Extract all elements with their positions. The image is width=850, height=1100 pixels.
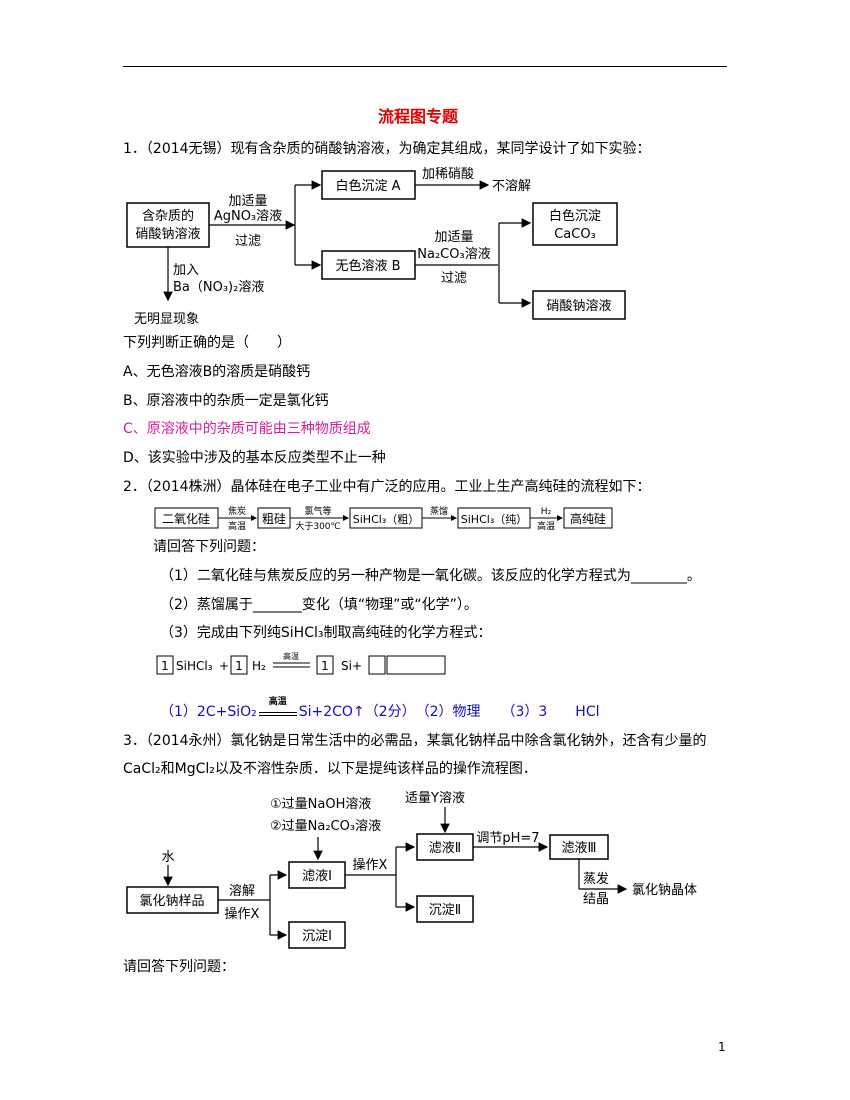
op2-label: 操作X [353, 857, 388, 873]
q2-sub1: （1）二氧化硅与焦炭反应的另一种产物是一氧化碳。该反应的化学方程式为______… [160, 568, 701, 584]
filtrate2-box [416, 833, 474, 861]
coef-box-4 [368, 655, 386, 675]
q2-equation: 1 SiHCl₃ + 1 H₂ 高温 1 Si+ [156, 651, 446, 675]
filtrate3-label: 滤液Ⅲ [562, 841, 597, 856]
caco3-label-1: 白色沉淀 [549, 208, 601, 224]
result-a-label: 不溶解 [492, 179, 531, 194]
op1-top-label: 溶解 [229, 884, 255, 899]
reagent2-label-3: 过滤 [441, 271, 467, 286]
sample-label: 氯化钠样品 [139, 894, 204, 909]
q3-flow-diagram: 水 氯化钠样品 溶解 操作X ①过量NaOH溶液 ②过量Na₂CO₃溶液 滤液Ⅰ… [126, 791, 697, 949]
filtrate2-label: 滤液Ⅱ [429, 841, 461, 856]
filtrate1-box [288, 861, 346, 889]
page-number: 1 [718, 1040, 726, 1054]
box-a [321, 170, 416, 200]
precip2-label: 沉淀Ⅱ [429, 903, 461, 918]
flow-cond-2-bot: 大于300℃ [295, 520, 340, 532]
flow-node-3-label: SiHCl₃（粗） [353, 513, 419, 526]
evap-bot-label: 结晶 [583, 892, 609, 907]
q2-answer: （1）2C+SiO₂ 高温 Si+2CO↑（2分） （2）物理 （3）3 HCl [160, 697, 600, 721]
caco3-label-2: CaCO₃ [554, 227, 596, 242]
q1-prompt: 下列判断正确的是（ ） [123, 335, 291, 351]
flow-node-5-label: 高纯硅 [570, 511, 606, 526]
down-result-label: 无明显现象 [134, 312, 199, 327]
q2-ask: 请回答下列问题： [153, 539, 265, 555]
answer-part-1: （1）2C+SiO₂ [160, 704, 257, 720]
q1-flow-diagram: 含杂质的 硝酸钠溶液 加适量 AgNO₃溶液 过滤 白色沉淀 A 加稀硝酸 不溶… [126, 167, 626, 327]
formula-1: SiHCl₃ [176, 659, 213, 673]
y-reagent-label: 适量Y溶液 [405, 791, 465, 806]
plus-1: + [219, 659, 229, 673]
reagent2-label-2: Na₂CO₃溶液 [417, 247, 490, 262]
filtrate1-label: 滤液Ⅰ [302, 869, 332, 884]
reagent-1-label: ①过量NaOH溶液 [270, 797, 371, 812]
q2-flow-diagram: 二氧化硅 焦炭 高温 粗硅 氯气等 大于300℃ SiHCl₃（粗） 蒸馏 Si… [154, 505, 613, 532]
q1-stem: 1．（2014无锡）现有含杂质的硝酸钠溶液，为确定其组成，某同学设计了如下实验： [123, 141, 651, 157]
formula-box-4 [386, 655, 446, 675]
start-label-1: 含杂质的 [142, 208, 194, 224]
reagent1-label-2: AgNO₃溶液 [214, 209, 282, 224]
formula-2: H₂ [252, 659, 266, 673]
caco3-box [532, 202, 618, 246]
flow-cond-1-bot: 高温 [228, 520, 246, 532]
q1-option-a: A、无色溶液B的溶质是硝酸钙 [123, 364, 311, 380]
q1-option-d: D、该实验中涉及的基本反应类型不止一种 [123, 450, 386, 466]
start-box [126, 202, 210, 248]
answer-eq-sign [258, 712, 297, 716]
box-a-label: 白色沉淀 A [335, 178, 400, 194]
q2-stem: 2．（2014株洲）晶体硅在电子工业中有广泛的应用。工业上生产高纯硅的流程如下： [123, 479, 651, 495]
q1-option-c: C、原溶液中的杂质可能由三种物质组成 [123, 421, 371, 437]
reagent1-label-3: 过滤 [235, 234, 261, 249]
nano3-box [532, 290, 626, 320]
flow-node-5 [563, 507, 613, 529]
coef-2: 1 [235, 659, 243, 673]
answer-part-2: Si+2CO↑（2分） （2）物理 （3）3 HCl [298, 704, 600, 720]
evap-top-label: 蒸发 [583, 871, 609, 887]
filtrate3-box [549, 834, 609, 860]
op1-bot-label: 操作X [225, 906, 260, 922]
nano3-label: 硝酸钠溶液 [546, 299, 611, 314]
coef-box-3 [316, 655, 334, 675]
water-label: 水 [161, 850, 174, 865]
answer-cond: 高温 [268, 697, 287, 707]
eq-condition: 高温 [283, 651, 299, 661]
coef-box-2 [230, 655, 248, 675]
q1-option-b: B、原溶液中的杂质一定是氯化钙 [123, 393, 329, 409]
flow-cond-4-top: H₂ [541, 507, 552, 517]
flow-cond-3-top: 蒸馏 [430, 505, 448, 517]
answer-arrow: 高温 [257, 697, 299, 721]
coef-3: 1 [321, 659, 329, 673]
box-b-label: 无色溶液 B [335, 258, 400, 274]
down-label-2: Ba（NO₃)₂溶液 [173, 280, 264, 295]
box-b [321, 250, 416, 280]
start-label-2: 硝酸钠溶液 [135, 227, 200, 242]
flow-cond-1-top: 焦炭 [228, 505, 246, 517]
q3-stem-line2: CaCl₂和MgCl₂以及不溶性杂质．以下是提纯该样品的操作流程图． [123, 761, 537, 777]
product-label: 氯化钠晶体 [632, 883, 697, 898]
flow-node-1-label: 二氧化硅 [162, 512, 210, 526]
flow-cond-4-bot: 高温 [537, 520, 555, 532]
reagent2-label-1: 加适量 [434, 230, 473, 245]
page-title: 流程图专题 [378, 107, 459, 126]
reagent-2-label: ②过量Na₂CO₃溶液 [270, 819, 381, 834]
precip2-box [416, 895, 474, 923]
header-rule [123, 66, 727, 67]
ph-label: 调节pH=7 [476, 831, 539, 846]
coef-box-1 [156, 655, 174, 675]
reagent1-label-1: 加适量 [228, 194, 267, 209]
formula-3: Si+ [341, 659, 362, 673]
precip1-box [288, 921, 346, 949]
q3-ask: 请回答下列问题： [123, 959, 235, 975]
flow-node-4-label: SiHCl₃（纯） [461, 513, 527, 526]
q2-sub3: （3）完成由下列纯SiHCl₃制取高纯硅的化学方程式： [160, 625, 492, 641]
q2-sub2: （2）蒸馏属于_______变化（填“物理”或“化学”）。 [160, 597, 478, 613]
precip1-label: 沉淀Ⅰ [302, 929, 332, 944]
flow-node-2-label: 粗硅 [262, 512, 286, 526]
coef-1: 1 [161, 659, 169, 673]
flow-cond-2-top: 氯气等 [304, 505, 331, 517]
reagent-a-label: 加稀硝酸 [422, 167, 474, 182]
q3-stem-line1: 3．（2014永州）氯化钠是日常生活中的必需品，某氯化钠样品中除含氯化钠外，还含… [123, 733, 707, 749]
sample-box [126, 886, 219, 914]
down-label-1: 加入 [173, 263, 199, 278]
